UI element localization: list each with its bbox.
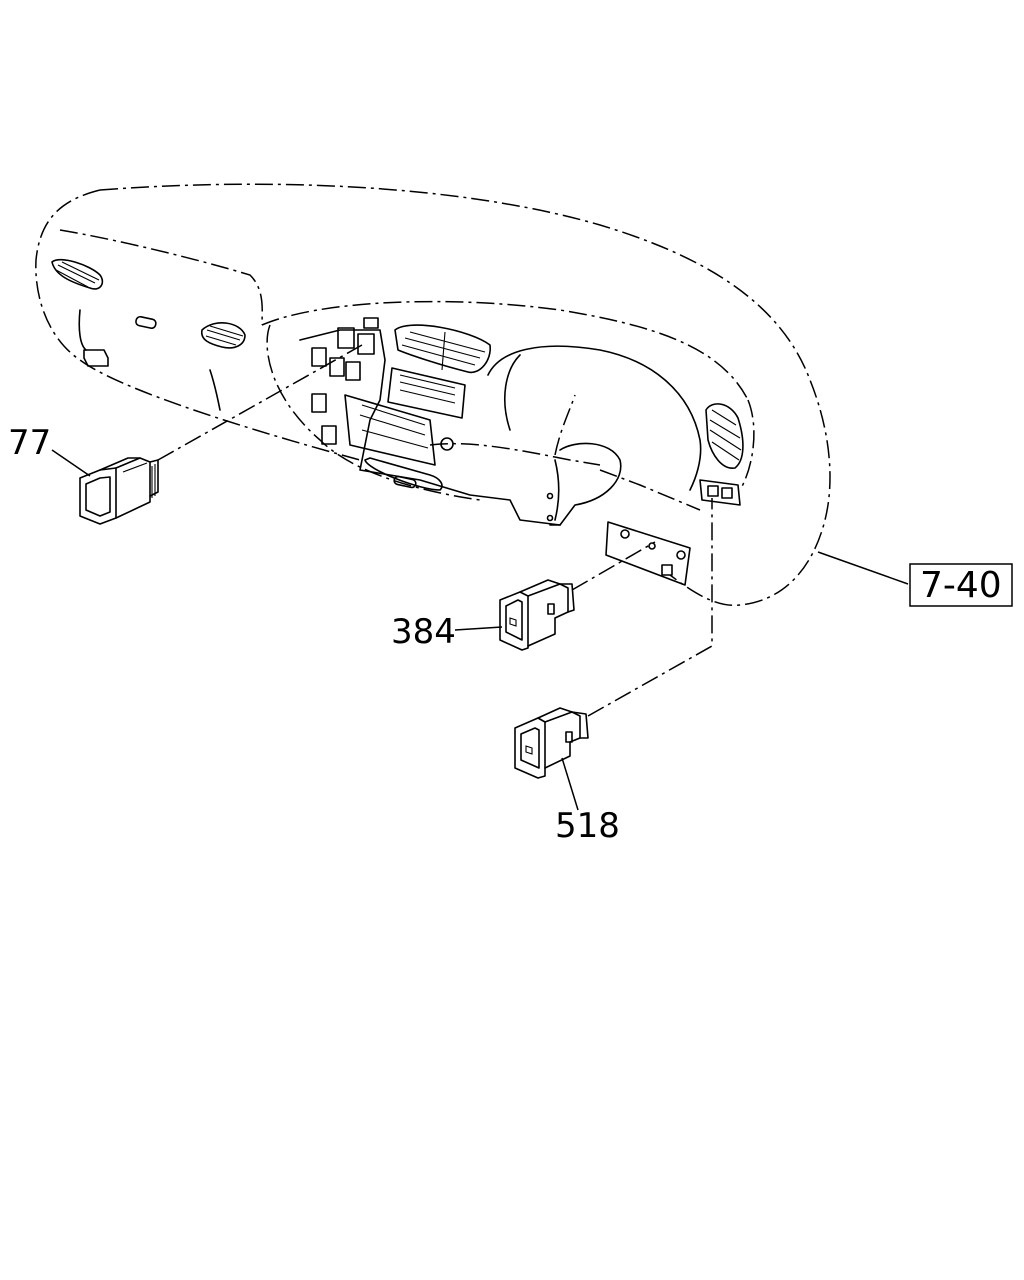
pointer-reference [817,551,909,585]
reference-box [909,563,1013,607]
pointer-518 [561,757,579,811]
dashboard-outline [35,183,831,607]
callout-reference: 7-40 [920,565,1002,606]
leader-518 [587,498,713,717]
callout-384: 384 [391,612,456,652]
callout-77: 77 [8,423,51,463]
part-77-switch [79,457,159,525]
pointer-77 [51,449,91,477]
leader-384 [571,541,656,591]
part-518-switch [514,707,589,779]
callout-518: 518 [555,806,620,846]
dashboard-details [51,258,744,586]
pointer-384 [454,626,503,631]
part-384-switch [499,579,575,651]
leader-77 [157,344,363,461]
